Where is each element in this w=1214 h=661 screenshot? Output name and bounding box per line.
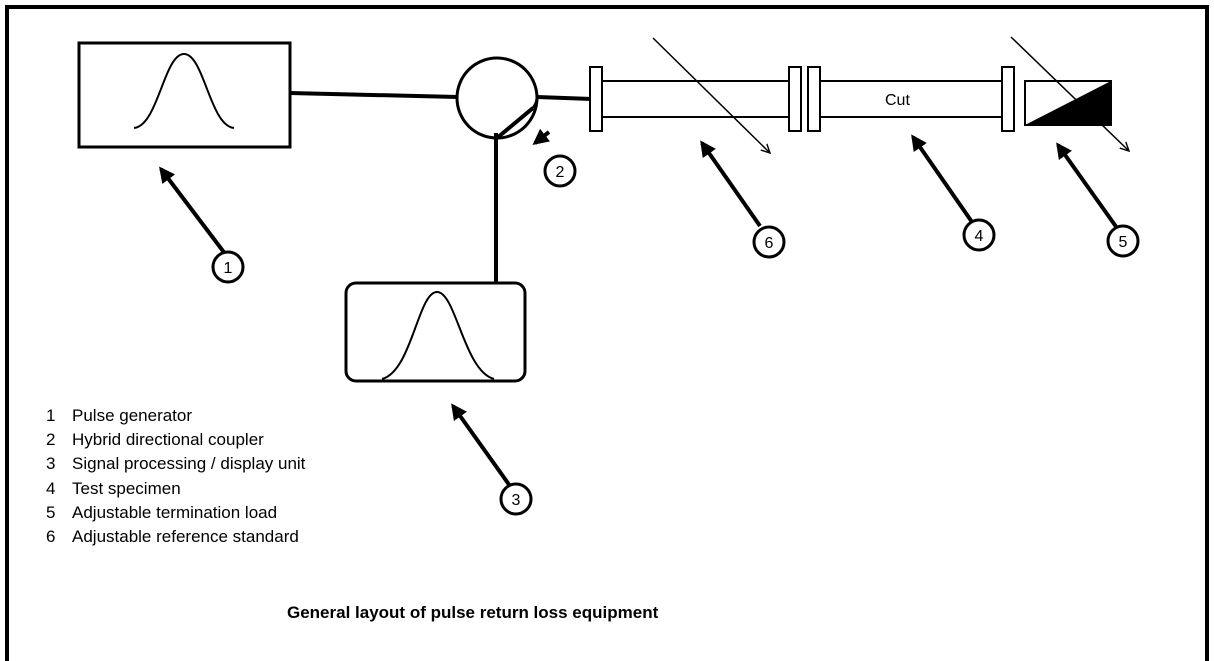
legend-item: 2 Hybrid directional coupler <box>46 428 305 452</box>
legend-item: 4 Test specimen <box>46 477 305 501</box>
legend-text: Test specimen <box>72 478 181 498</box>
specimen-label: Cut <box>885 92 910 109</box>
pulse-waveform <box>133 52 235 129</box>
callout-arrow-1 <box>159 166 228 257</box>
legend-text: Hybrid directional coupler <box>72 430 264 450</box>
legend-number: 3 <box>46 454 56 474</box>
legend-item: 5 Adjustable termination load <box>46 501 305 525</box>
legend-text: Pulse generator <box>72 406 193 425</box>
legend-item: 6 Adjustable reference standard <box>46 525 305 549</box>
callout-arrow-2 <box>532 128 551 145</box>
callout-3-label: 3 <box>512 492 521 509</box>
legend-item: 1 Pulse generator <box>46 404 305 428</box>
reference-standard <box>589 37 802 153</box>
adjust-arrow-load <box>1010 36 1129 151</box>
cable-generator-coupler <box>289 91 459 99</box>
callout-4: 4 <box>962 218 996 252</box>
figure-frame <box>5 5 1209 661</box>
callout-arrow-5 <box>1056 142 1119 230</box>
hybrid-coupler <box>455 56 539 140</box>
legend-text: Adjustable termination load <box>72 502 278 522</box>
legend-number: 5 <box>46 502 56 522</box>
callout-1: 1 <box>211 250 245 284</box>
display-unit <box>344 281 527 383</box>
callout-2: 2 <box>543 154 577 188</box>
callout-5: 5 <box>1106 224 1140 258</box>
legend-item: 3 Signal processing / display unit <box>46 452 305 476</box>
legend-number: 4 <box>46 478 56 498</box>
pulse-generator <box>77 41 292 149</box>
callout-arrow-3 <box>451 403 512 488</box>
cable-coupler-line <box>536 95 593 101</box>
display-waveform <box>381 290 495 380</box>
callout-arrow-4 <box>911 134 974 224</box>
callout-arrow-6 <box>700 140 762 228</box>
termination-load <box>1010 36 1129 151</box>
legend-number: 1 <box>46 406 56 425</box>
callout-2-label: 2 <box>556 164 565 181</box>
legend-text: Adjustable reference standard <box>72 527 299 547</box>
adjust-arrow-reference <box>652 37 770 153</box>
legend-number: 2 <box>46 430 56 450</box>
callout-6: 6 <box>752 225 786 259</box>
callout-1-label: 1 <box>224 260 233 277</box>
callout-5-label: 5 <box>1119 234 1128 251</box>
callout-4-label: 4 <box>975 228 984 245</box>
callout-6-label: 6 <box>765 235 774 252</box>
test-specimen: Cut <box>807 66 1015 132</box>
legend: 1 Pulse generator 2 Hybrid directional c… <box>46 404 305 549</box>
legend-text: Signal processing / display unit <box>72 454 306 474</box>
legend-number: 6 <box>46 527 56 547</box>
figure-caption: General layout of pulse return loss equi… <box>287 603 659 622</box>
callout-3: 3 <box>499 482 533 516</box>
